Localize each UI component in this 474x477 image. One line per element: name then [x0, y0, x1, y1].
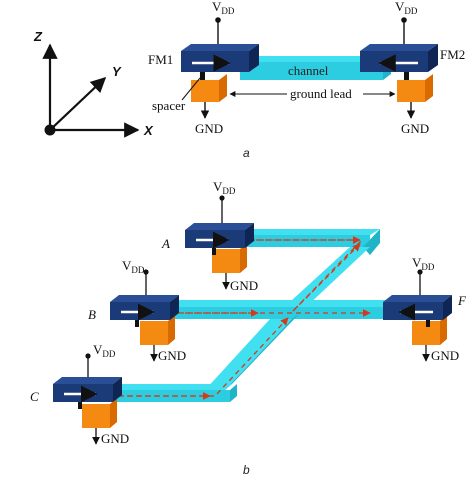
- gnd-label-right: GND: [401, 121, 429, 136]
- contact-dot-icon: [401, 17, 407, 23]
- spin-paths: [110, 236, 371, 400]
- terminal-label-a: A: [161, 236, 170, 251]
- spacer-left: [200, 72, 205, 80]
- gnd-label-f: GND: [431, 348, 459, 363]
- gnd-label-left: GND: [195, 121, 223, 136]
- y-axis-label: Y: [112, 64, 122, 79]
- panel-b: VDD GND A VDD GND B: [30, 179, 467, 477]
- panel-a: channel VDD: [148, 0, 465, 160]
- spacer-right: [404, 72, 409, 80]
- vdd-label-f: VDD: [412, 255, 435, 272]
- channel-label: channel: [288, 63, 329, 78]
- spacer-label: spacer: [152, 98, 186, 113]
- ground-lead-label: ground lead: [290, 86, 352, 101]
- coordinate-axes: Z Y X: [33, 29, 154, 138]
- vdd-label-left: VDD: [212, 0, 235, 16]
- z-axis-label: Z: [33, 29, 43, 44]
- contact-dot-icon: [215, 17, 221, 23]
- vdd-label-b: VDD: [122, 258, 145, 275]
- contact-dot-icon: [85, 353, 91, 359]
- gnd-label-b: GND: [158, 348, 186, 363]
- vdd-label-c: VDD: [93, 342, 116, 359]
- terminal-b: VDD GND B: [88, 258, 186, 363]
- contact-dot-icon: [417, 269, 423, 275]
- caption-a: a: [243, 146, 250, 160]
- caption-b: b: [243, 463, 250, 477]
- fm1-magnet: [181, 44, 259, 72]
- fm2-label: FM2: [440, 47, 465, 62]
- fm1-label: FM1: [148, 52, 173, 67]
- terminal-label-f: F: [457, 293, 467, 308]
- vdd-label-a: VDD: [213, 179, 236, 196]
- terminal-f: VDD GND F: [383, 255, 467, 363]
- gnd-label-c: GND: [101, 431, 129, 446]
- terminal-c: VDD GND C: [30, 342, 129, 446]
- fm2-magnet: [360, 44, 438, 72]
- terminal-label-b: B: [88, 307, 96, 322]
- gnd-label-a: GND: [230, 278, 258, 293]
- contact-dot-icon: [143, 269, 149, 275]
- terminal-a: VDD GND A: [161, 179, 258, 293]
- terminal-label-c: C: [30, 389, 39, 404]
- vdd-label-right: VDD: [395, 0, 418, 16]
- contact-dot-icon: [219, 195, 225, 201]
- ground-lead-right: [397, 74, 433, 102]
- x-axis-label: X: [143, 123, 154, 138]
- ground-lead-left: [191, 74, 227, 102]
